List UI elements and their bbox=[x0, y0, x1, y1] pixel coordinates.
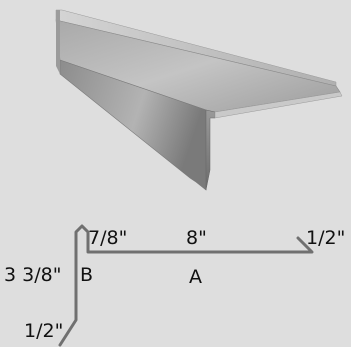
left-end-edge bbox=[56, 10, 60, 74]
dimension-face-height: 3 3/8" bbox=[4, 264, 62, 286]
segment-label-b: B bbox=[80, 264, 94, 286]
dimension-top-flange-width: 8" bbox=[186, 227, 207, 249]
right-hem-edge bbox=[214, 91, 343, 119]
flashing-3d-illustration bbox=[55, 9, 343, 191]
dimension-top-return: 7/8" bbox=[88, 227, 128, 249]
dimension-right-hem: 1/2" bbox=[306, 227, 346, 249]
segment-label-a: A bbox=[189, 266, 202, 288]
profile-line bbox=[58, 224, 314, 347]
dimension-bottom-hem: 1/2" bbox=[24, 320, 64, 342]
